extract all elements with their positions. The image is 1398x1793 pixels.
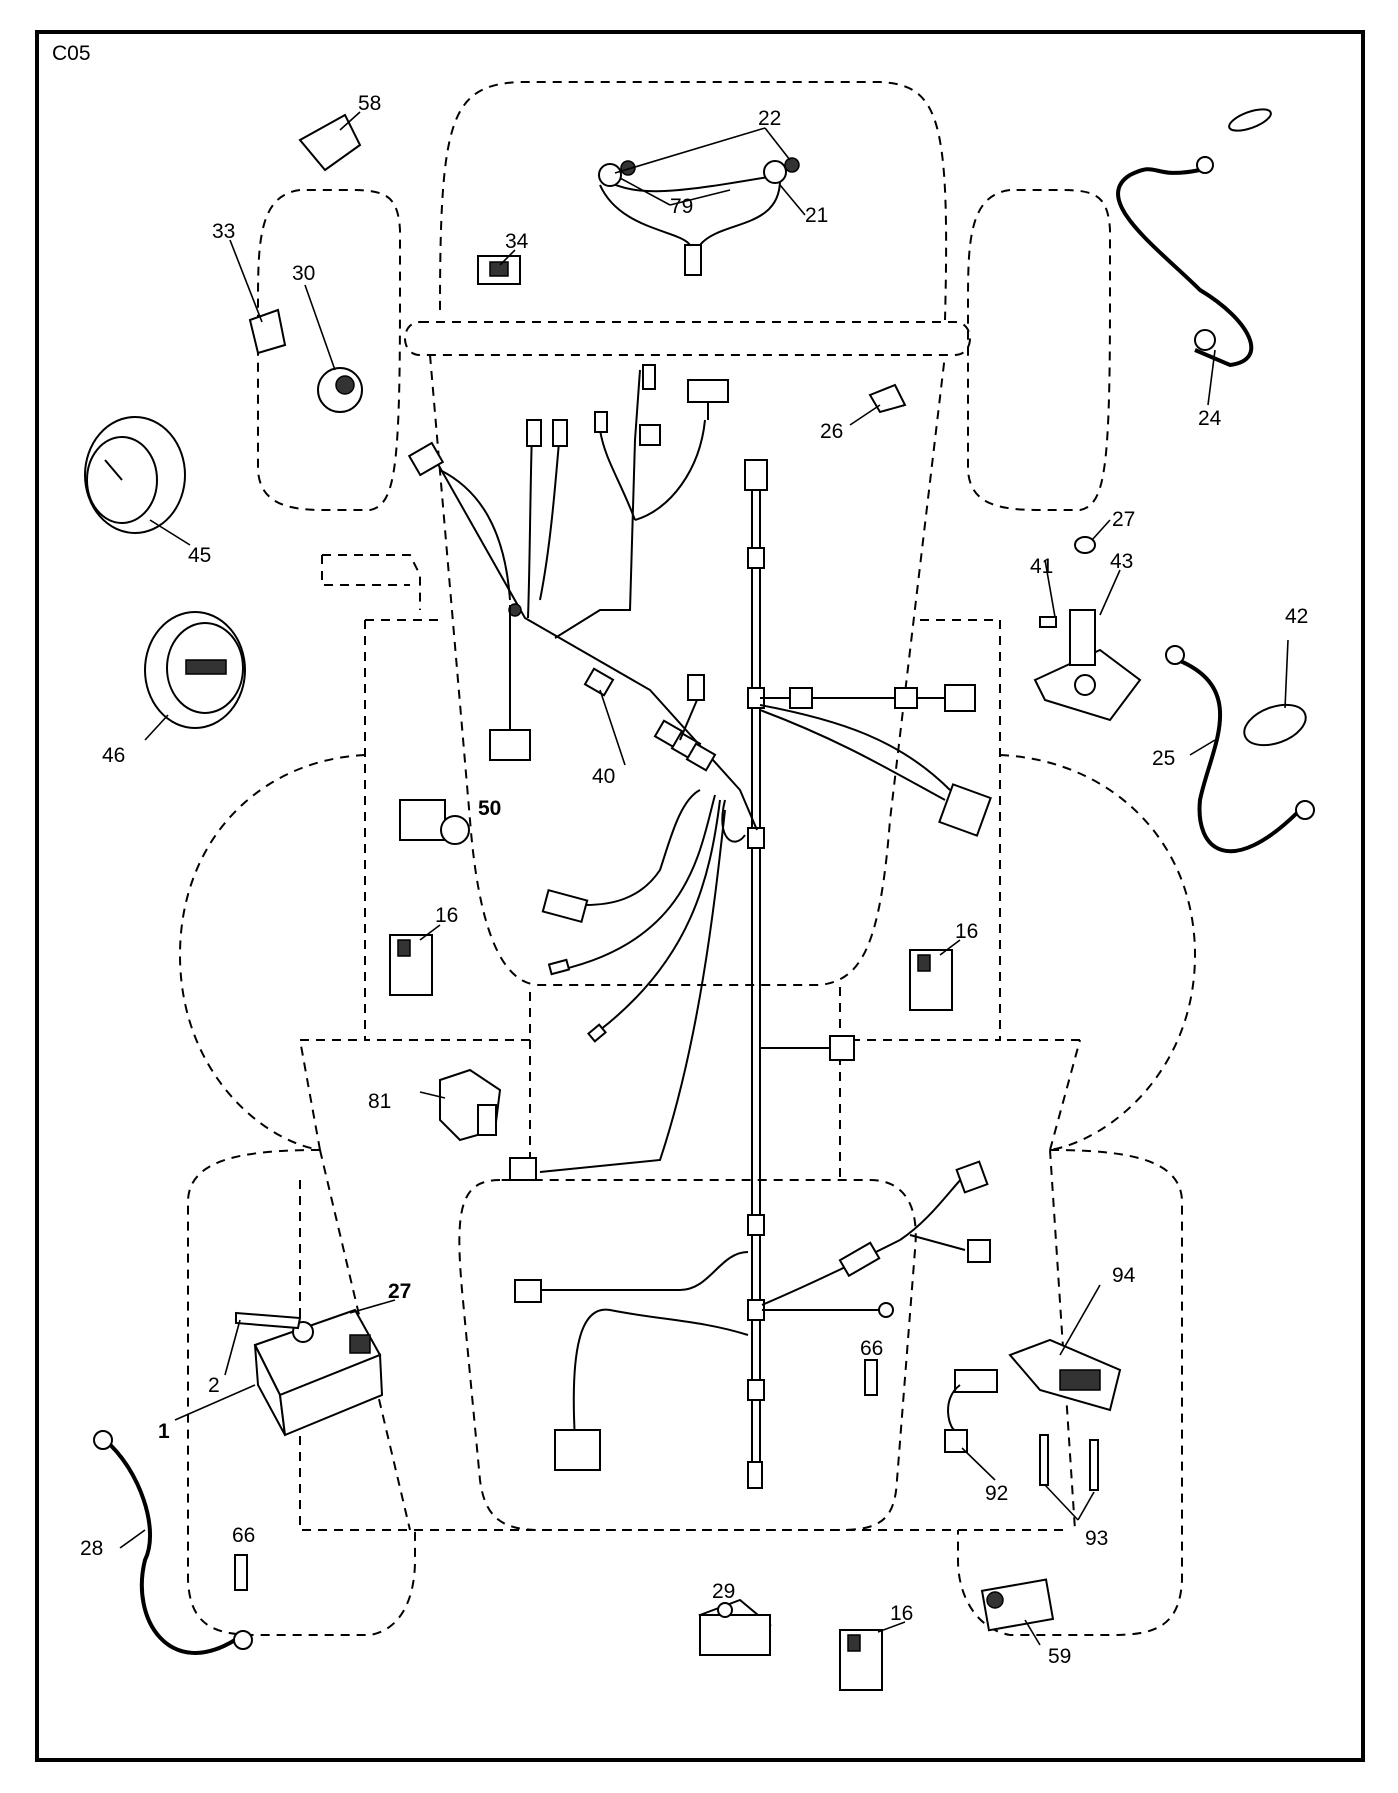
wiring-harness	[407, 364, 992, 1489]
callout-26: 26	[820, 420, 843, 443]
part-16-relay	[839, 1629, 883, 1691]
trunk-sleeve	[747, 1379, 765, 1401]
part-94-bracket	[1008, 1338, 1122, 1412]
callout-45: 45	[188, 544, 211, 567]
page-code: C05	[52, 42, 91, 65]
harness-right-lower-plug	[938, 783, 992, 837]
harness-bottom-block-plug	[554, 1429, 601, 1471]
callout-21: 21	[805, 204, 828, 227]
part-25-cable	[1177, 658, 1302, 854]
part-93-screw	[1039, 1434, 1049, 1486]
callout-66b: 66	[232, 1524, 255, 1547]
trunk-sleeve	[747, 1299, 765, 1321]
callout-58: 58	[358, 92, 381, 115]
ring-terminal	[878, 1302, 894, 1318]
harness-left-lower-plug	[509, 1157, 537, 1181]
callout-46: 46	[102, 744, 125, 767]
callout-33: 33	[212, 220, 235, 243]
part-46-hour-meter	[144, 611, 246, 729]
callout-2: 2	[208, 1374, 220, 1397]
part-58	[298, 113, 362, 172]
part-42-boot	[1243, 703, 1307, 747]
trunk-top-connector	[744, 459, 768, 491]
part-45-gauge	[84, 416, 186, 534]
callout-41: 41	[1030, 555, 1053, 578]
trunk-sleeve	[747, 1214, 765, 1236]
page-border	[35, 30, 1365, 1762]
callout-92: 92	[985, 1482, 1008, 1505]
callout-42: 42	[1285, 605, 1308, 628]
part-81-relay	[439, 1068, 502, 1142]
part-66-screw	[864, 1359, 878, 1396]
callout-93: 93	[1085, 1527, 1108, 1550]
part-24-cable	[1116, 108, 1272, 368]
part-43-solenoid	[1033, 536, 1142, 722]
harness-right-plug	[944, 684, 976, 712]
callout-25: 25	[1152, 747, 1175, 770]
callout-81: 81	[368, 1090, 391, 1113]
part-16-relay	[389, 934, 433, 996]
harness-three-pin-plug	[687, 379, 729, 403]
callout-16c: 16	[890, 1602, 913, 1625]
callout-40: 40	[592, 765, 615, 788]
headlight-assembly	[598, 157, 800, 276]
callout-59: 59	[1048, 1645, 1071, 1668]
part-2-bolt	[235, 1311, 302, 1330]
callout-leaders	[119, 111, 1289, 1646]
callout-16a: 16	[435, 904, 458, 927]
harness-bottom-left-plug	[514, 1279, 542, 1303]
part-33-key	[248, 308, 287, 355]
callout-79: 79	[670, 195, 693, 218]
callout-22: 22	[758, 107, 781, 130]
terminal-connector	[552, 419, 568, 447]
harness-bottom-right-plug	[955, 1160, 989, 1194]
callout-94: 94	[1112, 1264, 1136, 1287]
callout-24: 24	[1198, 407, 1222, 430]
callout-16b: 16	[955, 920, 978, 943]
part-59-module	[980, 1578, 1055, 1632]
callout-28: 28	[80, 1537, 103, 1560]
trunk-sleeve	[747, 547, 765, 569]
part-92-connector	[954, 1369, 998, 1393]
part-93-screw	[1089, 1439, 1099, 1491]
harness-top-left-plug	[407, 441, 445, 477]
harness-bottom-right-plug-2	[967, 1239, 991, 1263]
harness-right-mid-plug	[829, 1035, 855, 1061]
trunk-end-connector	[747, 1461, 763, 1489]
harness-small-plug	[687, 674, 705, 701]
part-28-cable	[103, 1438, 237, 1655]
callout-34: 34	[505, 230, 529, 253]
part-66-screw	[234, 1554, 248, 1591]
callout-1: 1	[158, 1420, 170, 1443]
part-50-switch	[399, 799, 470, 845]
callout-29: 29	[712, 1580, 735, 1603]
harness-block-connector	[489, 729, 531, 761]
callout-30: 30	[292, 262, 315, 285]
trunk-sleeve	[747, 827, 765, 849]
callout-27a: 27	[1112, 508, 1135, 531]
part-29-switch	[698, 1598, 772, 1656]
callout-27b: 27	[388, 1280, 411, 1303]
part-16-relay	[909, 949, 953, 1011]
harness-lower-plug	[541, 888, 589, 924]
terminal-connector	[526, 419, 542, 447]
callout-43: 43	[1110, 550, 1133, 573]
callout-50: 50	[478, 797, 501, 820]
callout-66a: 66	[860, 1337, 883, 1360]
part-1-battery	[253, 1308, 384, 1437]
